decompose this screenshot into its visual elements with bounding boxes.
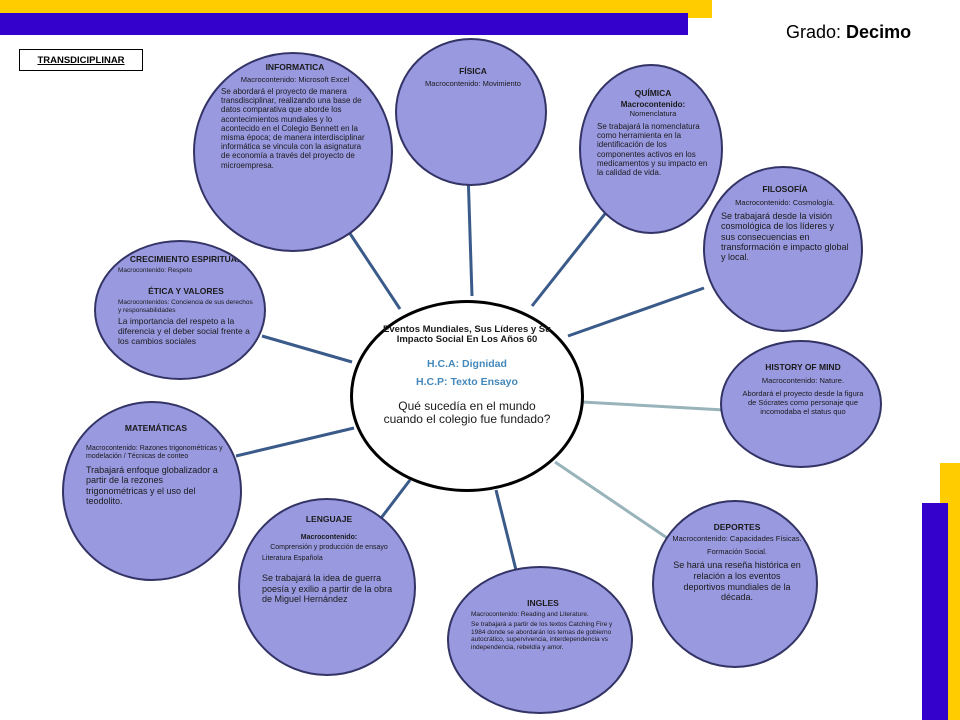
node-crecimiento: CRECIMIENTO ESPIRITUAL Macrocontenido: R… — [94, 240, 266, 380]
quimica-title: QUÍMICA — [634, 88, 672, 98]
lenguaje-macro: Comprensión y producción de ensayo — [270, 544, 388, 551]
fisica-macro: Macrocontenido: Movimiento — [425, 79, 521, 88]
etica-macro: Macrocontenidos: Conciencia de sus derec… — [118, 299, 253, 314]
lenguaje-desc: Se trabajará la idea de guerra poesía y … — [262, 573, 393, 605]
crecimiento-macro: Macrocontenido: Respeto — [118, 267, 193, 274]
top-blue-bar — [0, 13, 688, 35]
node-quimica: QUÍMICA Macrocontenido: Nomenclatura Se … — [579, 64, 723, 234]
quimica-macro-label: Macrocontenido: — [620, 100, 686, 109]
lenguaje-title: LENGUAJE — [305, 514, 353, 524]
node-lenguaje: LENGUAJE Macrocontenido: Comprensión y p… — [238, 498, 416, 676]
center-question: Qué sucedía en el mundo cuando el colegi… — [383, 398, 551, 427]
right-blue-bar — [922, 503, 948, 720]
connector-matematicas — [235, 426, 355, 458]
connector-quimica — [530, 209, 610, 307]
matematicas-macro: Macrocontenido: Razones trigonométricas … — [86, 445, 223, 461]
filosofia-desc: Se trabajará desde la visión cosmológica… — [721, 211, 849, 263]
informatica-title: INFORMATICA — [265, 62, 325, 72]
grade-label: Grado: Decimo — [786, 22, 912, 42]
lenguaje-macro2: Literatura Española — [262, 555, 323, 563]
connector-filosofia — [567, 286, 705, 338]
matematicas-title: MATEMÁTICAS — [124, 423, 188, 433]
etica-title: ÉTICA Y VALORES — [148, 286, 224, 297]
node-history: HISTORY OF MIND Macrocontenido: Nature. … — [720, 340, 882, 468]
transdisciplinar-badge: TRANSDICIPLINAR — [19, 49, 143, 71]
connector-history — [581, 400, 725, 412]
ingles-desc: Se trabajará a partir de los textos Catc… — [471, 621, 613, 651]
history-title: HISTORY OF MIND — [765, 362, 841, 372]
connector-crecimiento — [261, 334, 353, 364]
deportes-macro: Macrocontenido: Capacidades Físicas. — [672, 534, 802, 543]
node-fisica: FÍSICA Macrocontenido: Movimiento — [395, 38, 547, 186]
deportes-title: DEPORTES — [713, 522, 761, 532]
matematicas-desc: Trabajará enfoque globalizador a partir … — [86, 465, 218, 507]
node-matematicas: MATEMÁTICAS Macrocontenido: Razones trig… — [62, 401, 242, 581]
history-desc: Abordará el proyecto desde la figura de … — [742, 389, 864, 416]
node-informatica: INFORMATICA Macrocontenido: Microsoft Ex… — [193, 52, 393, 252]
etica-desc: La importancia del respeto a la diferenc… — [118, 316, 250, 346]
connector-deportes — [554, 460, 677, 546]
deportes-desc: Se hará una reseña histórica en relación… — [673, 560, 801, 603]
connector-fisica — [466, 170, 474, 297]
ingles-title: INGLES — [527, 598, 559, 608]
ingles-macro: Macrocontenido: Reading and Literature. — [471, 611, 589, 618]
crecimiento-title: CRECIMIENTO ESPIRITUAL — [129, 254, 243, 264]
deportes-macro2: Formación Social. — [706, 547, 768, 556]
connector-ingles — [494, 489, 518, 571]
history-macro: Macrocontenido: Nature. — [761, 376, 845, 385]
center-title: Eventos Mundiales, Sus Líderes y Su Impa… — [383, 324, 551, 346]
filosofia-title: FILOSOFÍA — [762, 184, 808, 194]
node-ingles: INGLES Macrocontenido: Reading and Liter… — [447, 566, 633, 714]
grade-value: Decimo — [846, 22, 912, 42]
connector-informatica — [343, 225, 402, 310]
informatica-desc: Se abordará el proyecto de manera transd… — [221, 87, 365, 170]
fisica-title: FÍSICA — [459, 66, 487, 76]
filosofia-macro: Macrocontenido: Cosmología. — [735, 198, 835, 207]
quimica-macro: Nomenclatura — [629, 109, 677, 118]
node-deportes: DEPORTES Macrocontenido: Capacidades Fís… — [652, 500, 818, 668]
quimica-desc: Se trabajará la nomenclatura como herram… — [597, 122, 708, 177]
node-filosofia: FILOSOFÍA Macrocontenido: Cosmología. Se… — [703, 166, 863, 332]
center-hcp: H.C.P: Texto Ensayo — [416, 375, 518, 388]
informatica-macro: Macrocontenido: Microsoft Excel — [240, 75, 350, 84]
center-hca: H.C.A: Dignidad — [427, 357, 507, 370]
lenguaje-macro-label: Macrocontenido: — [300, 534, 358, 541]
center-topic: Eventos Mundiales, Sus Líderes y Su Impa… — [350, 300, 584, 492]
